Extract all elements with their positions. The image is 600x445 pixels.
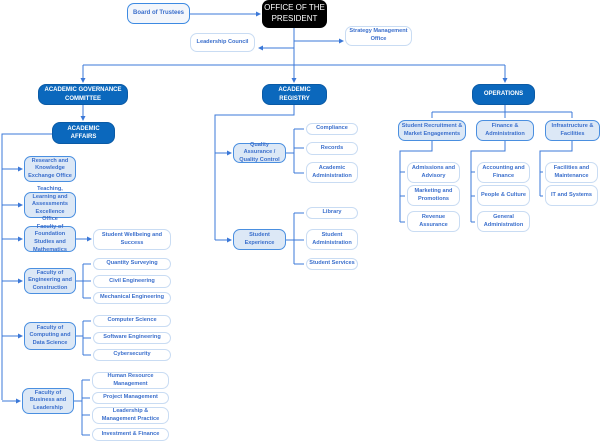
dept-box[interactable]: Quantity Surveying <box>93 258 171 270</box>
board-of-trustees[interactable]: Board of Trustees <box>127 3 190 24</box>
dept-box[interactable]: Revenue Assurance <box>407 211 460 232</box>
dept-box[interactable]: Leadership & Management Practice <box>92 407 169 424</box>
faculty-engineering[interactable]: Faculty of Engineering and Construction <box>24 268 76 294</box>
dept-box[interactable]: Cybersecurity <box>93 349 171 361</box>
dept-box[interactable]: Academic Administration <box>306 162 358 183</box>
dept-box[interactable]: Student Services <box>306 258 358 270</box>
student-recruitment[interactable]: Student Recruitment & Market Engagements <box>398 120 466 141</box>
academic-affairs[interactable]: ACADEMIC AFFAIRS <box>52 122 115 144</box>
finance-administration[interactable]: Finance & Administration <box>476 120 534 141</box>
dept-box[interactable]: Compliance <box>306 123 358 135</box>
dept-box[interactable]: Civil Engineering <box>93 275 171 288</box>
quality-assurance[interactable]: Quality Assurance / Quality Control <box>233 142 286 163</box>
dept-box[interactable]: General Administration <box>477 211 530 232</box>
dept-box[interactable]: Student Administration <box>306 229 358 250</box>
dept-box[interactable]: Mechanical Engineering <box>93 292 171 304</box>
faculty-foundation[interactable]: Faculty of Foundation Studies and Mathem… <box>24 224 76 253</box>
student-experience[interactable]: Student Experience <box>233 229 286 250</box>
dept-box[interactable]: IT and Systems <box>545 185 598 206</box>
office-of-the-president[interactable]: OFFICE OF THE PRESIDENT <box>262 0 327 28</box>
dept-box[interactable]: Human Resource Management <box>92 372 169 389</box>
dept-box[interactable]: Computer Science <box>93 315 171 327</box>
dept-box[interactable]: Student Wellbeing and Success <box>93 229 171 250</box>
strategy-management-office[interactable]: Strategy Management Office <box>345 26 412 46</box>
dept-box[interactable]: Records <box>306 142 358 155</box>
dept-box[interactable]: Project Management <box>92 392 169 404</box>
academic-governance-committee[interactable]: ACADEMIC GOVERNANCE COMMITTEE <box>38 84 128 105</box>
dept-box[interactable]: Investment & Finance <box>92 428 169 441</box>
leadership-council[interactable]: Leadership Council <box>190 33 255 52</box>
dept-box[interactable]: Software Engineering <box>93 332 171 344</box>
dept-box[interactable]: People & Culture <box>477 185 530 206</box>
faculty-computing[interactable]: Faculty of Computing and Data Science <box>24 322 76 350</box>
dept-box[interactable]: Accounting and Finance <box>477 162 530 183</box>
dept-box[interactable]: Facilities and Maintenance <box>545 162 598 183</box>
teaching-office[interactable]: Teaching, Learning and Assessments Excel… <box>24 186 76 222</box>
infrastructure-facilities[interactable]: Infrastructure & Facilities <box>545 120 600 141</box>
research-office[interactable]: Research and Knowledge Exchange Office <box>24 156 76 182</box>
operations[interactable]: OPERATIONS <box>472 84 535 105</box>
faculty-business[interactable]: Faculty of Business and Leadership <box>22 388 74 414</box>
dept-box[interactable]: Marketing and Promotions <box>407 185 460 206</box>
dept-box[interactable]: Library <box>306 207 358 219</box>
dept-box[interactable]: Admissions and Advisory <box>407 162 460 183</box>
academic-registry[interactable]: ACADEMIC REGISTRY <box>262 84 327 105</box>
